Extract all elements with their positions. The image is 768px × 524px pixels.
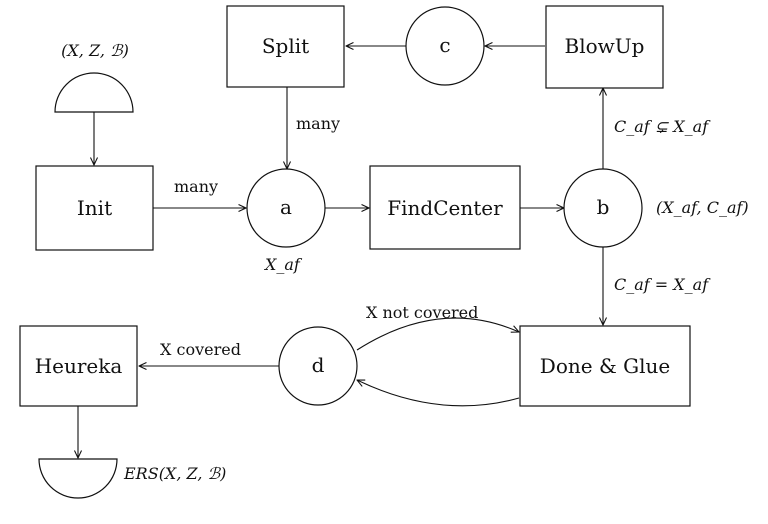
start-terminal-label: (X, Z, ℬ) [61, 41, 129, 60]
node-b-label: b [597, 195, 610, 219]
init-label: Init [77, 196, 112, 220]
heureka-box [19, 325, 138, 407]
node-a [246, 168, 326, 248]
blowup-box [545, 5, 664, 89]
node-d [278, 326, 358, 406]
edge-label-d-to-heureka: X covered [160, 340, 241, 359]
edge-label-init-to-a: many [174, 177, 218, 196]
edge-d-to-done [356, 317, 519, 351]
node-b-annotation: (X_af, C_af) [656, 198, 749, 217]
node-a-label: a [280, 195, 292, 219]
node-c-label: c [439, 33, 450, 57]
end-terminal [38, 458, 118, 499]
split-label: Split [262, 34, 309, 58]
edge-label-d-to-done: X not covered [366, 303, 478, 322]
done-glue-box [519, 325, 691, 407]
init-box [35, 165, 154, 251]
split-box [226, 5, 345, 88]
edge-done-to-d [357, 380, 520, 407]
edge-label-b-to-blowup: C_af ⊊ X_af [614, 117, 711, 136]
node-d-label: d [312, 353, 325, 377]
findcenter-box [369, 165, 521, 250]
findcenter-label: FindCenter [387, 196, 503, 220]
node-b [563, 168, 643, 248]
edge-label-b-to-done: C_af = X_af [614, 275, 711, 294]
edge-label-split-to-a: many [296, 114, 340, 133]
blowup-label: BlowUp [565, 34, 645, 58]
node-a-annotation: X_af [263, 255, 303, 274]
end-terminal-label: ERS(X, Z, ℬ) [123, 464, 226, 483]
start-terminal [54, 72, 134, 113]
done-glue-label: Done & Glue [540, 354, 670, 378]
heureka-label: Heureka [35, 354, 123, 378]
node-c [405, 6, 485, 86]
